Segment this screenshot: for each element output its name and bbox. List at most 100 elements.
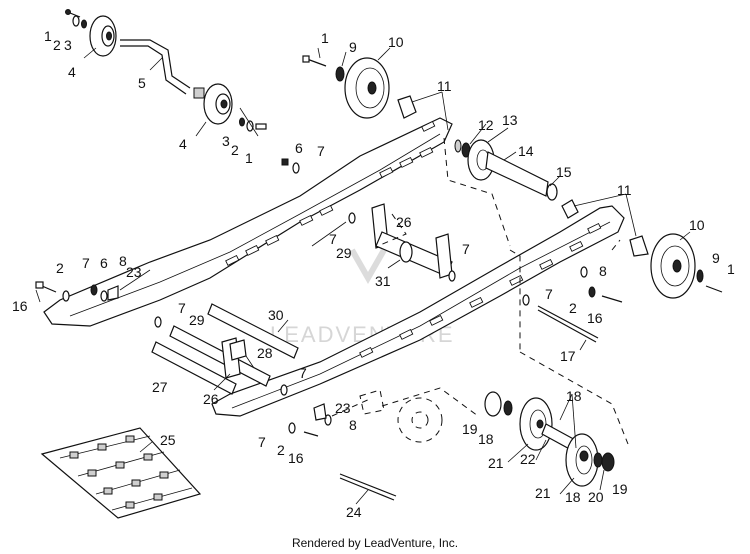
callout-29: 29 — [189, 312, 205, 328]
nut-6-top — [281, 158, 289, 166]
callout-9: 9 — [712, 250, 720, 266]
slide-rail-right — [211, 205, 625, 417]
callout-5: 5 — [138, 75, 146, 91]
callout-18: 18 — [565, 489, 581, 505]
bolt-17 — [537, 305, 599, 339]
rear-idler-axle-assembly — [65, 9, 267, 137]
bolt-1-top — [306, 58, 327, 67]
callout-3: 3 — [222, 133, 230, 149]
callout-10: 10 — [388, 34, 404, 50]
cross-shaft-assembly — [151, 203, 453, 395]
callout-22: 22 — [520, 451, 536, 467]
callout-18: 18 — [478, 431, 494, 447]
callout-2: 2 — [569, 300, 577, 316]
callout-19: 19 — [612, 481, 628, 497]
callout-10: 10 — [689, 217, 705, 233]
drive-sprocket-ghost — [359, 389, 443, 443]
callout-2: 2 — [231, 142, 239, 158]
callout-2: 2 — [56, 260, 64, 276]
callout-7: 7 — [299, 365, 307, 381]
callout-20: 20 — [588, 489, 604, 505]
washer-7-top — [292, 162, 300, 174]
callout-2: 2 — [53, 37, 61, 53]
slide-rail-left — [43, 117, 453, 327]
callout-26: 26 — [396, 214, 412, 230]
callout-7: 7 — [329, 231, 337, 247]
callout-16: 16 — [587, 310, 603, 326]
callout-4: 4 — [179, 136, 187, 152]
callout-29: 29 — [336, 245, 352, 261]
callout-2: 2 — [277, 442, 285, 458]
bracket-28 — [229, 339, 247, 361]
callout-7: 7 — [258, 434, 266, 450]
spacer-15 — [546, 183, 558, 201]
rendered-by-credit: Rendered by LeadVenture, Inc. — [291, 536, 459, 550]
callout-3: 3 — [64, 37, 72, 53]
alignment-lines — [331, 137, 629, 445]
end-cap-11-left — [397, 95, 417, 119]
clamp-23-left — [107, 285, 119, 301]
rear-axle-assembly — [302, 55, 723, 299]
leader-lines — [35, 47, 691, 505]
callout-1: 1 — [727, 261, 735, 277]
callout-16: 16 — [12, 298, 28, 314]
bolt-24 — [339, 473, 397, 497]
callout-9: 9 — [349, 39, 357, 55]
callout-21: 21 — [535, 485, 551, 501]
rear-wheel-10-top — [344, 57, 390, 119]
callout-21: 21 — [488, 455, 504, 471]
callout-24: 24 — [346, 504, 362, 520]
wheel-21-upper — [519, 397, 553, 451]
callout-30: 30 — [268, 307, 284, 323]
shaft-30 — [207, 303, 299, 359]
callout-1: 1 — [44, 28, 52, 44]
end-cap-11-right — [561, 199, 579, 219]
callout-19: 19 — [462, 421, 478, 437]
spacer-3 — [81, 19, 87, 29]
callout-13: 13 — [502, 112, 518, 128]
callout-8: 8 — [119, 253, 127, 269]
callout-1: 1 — [245, 150, 253, 166]
callout-11: 11 — [437, 78, 452, 94]
bolt-16-lower — [303, 431, 319, 437]
callout-25: 25 — [160, 432, 176, 448]
hardware — [35, 158, 623, 501]
callout-6: 6 — [100, 255, 108, 271]
callout-8: 8 — [349, 417, 357, 433]
callout-4: 4 — [68, 64, 76, 80]
callout-31: 31 — [375, 273, 391, 289]
bearing-19-upper — [484, 391, 502, 417]
rear-axle-14 — [485, 151, 549, 197]
callout-14: 14 — [518, 143, 534, 159]
callout-1: 1 — [321, 30, 329, 46]
bolt-16-right — [601, 295, 623, 303]
callout-8: 8 — [599, 263, 607, 279]
callout-11: 11 — [617, 182, 632, 198]
callout-12: 12 — [478, 117, 494, 133]
clamp-23-lower — [313, 403, 327, 421]
bearing-20 — [601, 452, 615, 472]
shaft-27 — [151, 341, 237, 395]
watermark-logo-icon — [349, 248, 387, 285]
callout-18: 18 — [566, 388, 582, 404]
callout-27: 27 — [152, 379, 168, 395]
callout-17: 17 — [560, 348, 576, 364]
callout-16: 16 — [288, 450, 304, 466]
callout-7: 7 — [462, 241, 470, 257]
hi-fax-slide-25 — [40, 427, 202, 519]
callout-23: 23 — [126, 264, 142, 280]
callout-15: 15 — [556, 164, 572, 180]
callout-23: 23 — [335, 400, 351, 416]
axle-5 — [120, 39, 191, 89]
lower-wheel-cluster — [484, 391, 615, 487]
washer-9-top — [335, 66, 345, 82]
callout-labels: 1 2 3 4 5 4 3 2 1 1 9 10 11 12 13 14 15 … — [12, 28, 735, 520]
washer-2 — [72, 15, 80, 27]
bolt-1-icon — [65, 9, 71, 15]
spacer-18-lower — [593, 452, 603, 468]
callout-7: 7 — [178, 300, 186, 316]
callout-26: 26 — [203, 391, 219, 407]
bolt-16-left — [41, 285, 57, 293]
callout-7: 7 — [82, 255, 90, 271]
